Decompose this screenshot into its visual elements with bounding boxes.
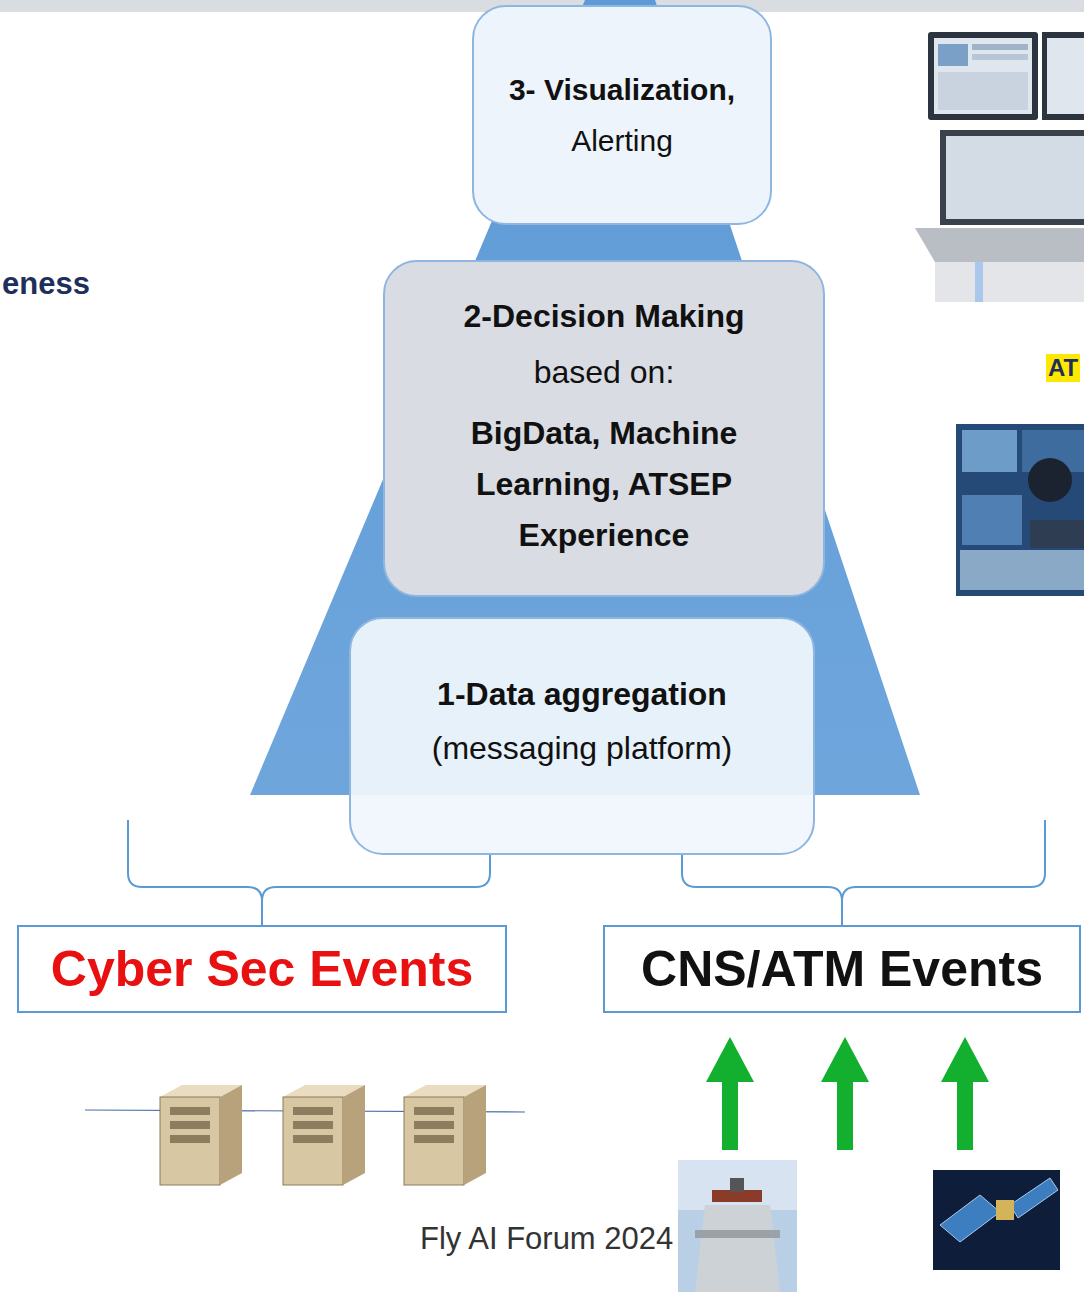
decision-box: 2-Decision Making based on: BigData, Machi… xyxy=(383,260,825,597)
event-box: Cyber Sec Events xyxy=(17,925,507,1013)
cut-title-text: eness xyxy=(2,266,90,302)
atc-photo xyxy=(956,424,1084,596)
console-picture xyxy=(915,32,1084,302)
green-arrows xyxy=(706,1037,989,1150)
visualization-box: 3- Visualization, Alerting xyxy=(472,5,772,225)
aggregation-box: 1-Data aggregation (messaging platform) xyxy=(349,617,815,855)
satellite xyxy=(933,1170,1060,1270)
node-heading: 1-Data aggregation xyxy=(437,674,727,714)
node-heading: 3- Visualization, xyxy=(509,71,735,109)
server-icons xyxy=(160,1085,486,1185)
node-text: (messaging platform) xyxy=(432,728,733,768)
node-heading: CNS/ATM Events xyxy=(641,938,1043,1001)
watermark: Fly AI Forum 2024 xyxy=(420,1221,673,1257)
event-box: CNS/ATM Events xyxy=(603,925,1081,1013)
node-heading: 2-Decision Making xyxy=(464,296,745,336)
radar-tower xyxy=(678,1160,797,1292)
node-text: based on: xyxy=(534,352,675,392)
cut-caption-text: AT xyxy=(1046,354,1080,382)
node-text: BigData, Machine Learning, ATSEP Experie… xyxy=(439,408,769,562)
node-heading: Cyber Sec Events xyxy=(51,938,473,1001)
node-text: Alerting xyxy=(571,122,673,160)
